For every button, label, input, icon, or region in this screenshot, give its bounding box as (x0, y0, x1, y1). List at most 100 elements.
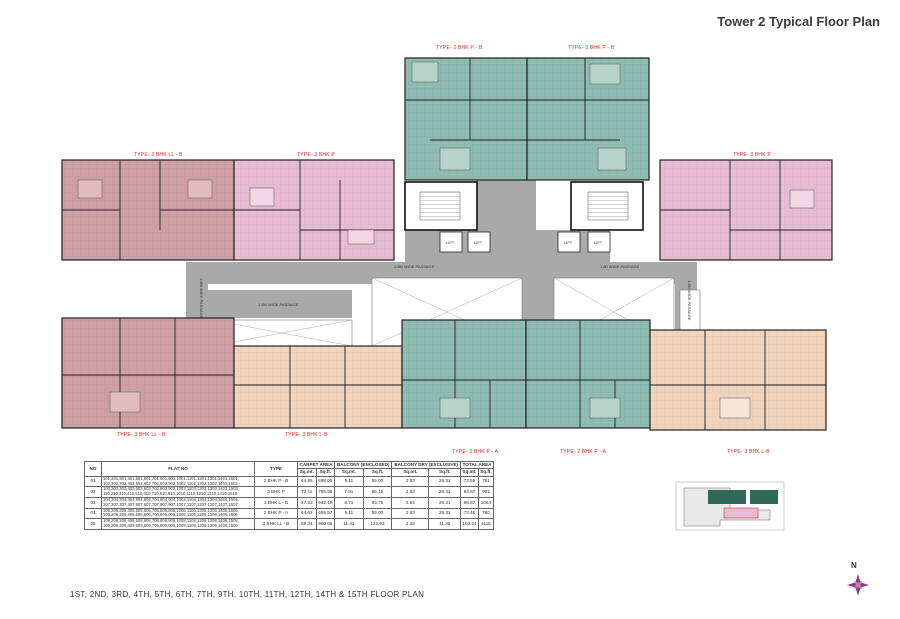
north-label: N (851, 561, 857, 570)
col-flat-no: FLAT NO (101, 461, 255, 477)
unit-sqmt: Sq.mt. (334, 468, 364, 477)
unit-label-lower-left-outer: TYPE- 3 BHK LL - B (117, 432, 166, 438)
unit-lower-center-right (525, 319, 651, 429)
cell-no: 05 (84, 518, 102, 530)
cell-type: 3 BHK LL - B (254, 518, 298, 530)
table-subheader-row: Sq.mt. Sq.ft. Sq.mt. Sq.ft. Sq.mt. Sq.ft… (85, 468, 495, 477)
cell-type: 3 BHK P (254, 486, 298, 498)
area-statement-table: NO FLAT NO TYPE CARPET AREA BALCONY (ENC… (84, 460, 495, 530)
unit-upper-right (659, 159, 833, 261)
cell-flats: 104,204,304,404,504,604,704,804,904,1004… (101, 497, 255, 509)
key-plan (675, 481, 785, 531)
unit-label-upper-left-outer: TYPE- 3 BHK LL - B (134, 152, 183, 158)
cell-dry-sqft: 28.31 (428, 486, 462, 498)
cell-total-sqft: 1115 (477, 518, 495, 530)
passage-label-right-vertical: 1.8M WIDE PASSAGE (687, 280, 692, 321)
cell-flats: 108,208,308,408,508,608,708,808,908,1008… (101, 518, 255, 530)
cell-balcony-sqmt: 5.11 (334, 507, 364, 520)
cell-total-sqmt: 72.59 (460, 475, 479, 488)
cell-balcony-sqmt: 5.11 (334, 475, 364, 488)
unit-upper-left-outer (61, 159, 235, 261)
unit-label-upper-left-inner: TYPE- 3 BHK P (297, 152, 335, 158)
col-no: NO (84, 461, 102, 477)
unit-sqft: Sq.ft. (477, 468, 495, 477)
table-row: 03 104,204,304,404,504,604,704,804,904,1… (84, 497, 495, 509)
cell-carpet-sqmt: 64.85 (297, 475, 317, 488)
cell-carpet-sqft: 698.05 (315, 475, 336, 488)
unit-top-right (526, 57, 650, 181)
cell-carpet-sqft: 942.19 (315, 497, 336, 509)
unit-label-lower-left-inner: TYPE- 3 BHK L-B (285, 432, 328, 438)
table-row: 05 108,208,308,408,508,608,708,808,908,1… (84, 518, 495, 530)
unit-lower-left-inner (233, 345, 403, 429)
cell-balcony-sqmt: 8.71 (334, 497, 364, 509)
lift-label: LIFT (564, 240, 573, 245)
passage-label-center-right: 1.80 WIDE PASSAGE (600, 264, 640, 269)
north-compass-icon (847, 574, 869, 596)
cell-dry-sqft: 11.35 (428, 518, 462, 530)
unit-upper-left-inner (233, 159, 395, 261)
cell-type: 3 BHK L - B (254, 497, 298, 509)
cell-total-sqmt: 98.87 (460, 497, 479, 509)
cell-balcony-sqft: 55.00 (362, 475, 393, 488)
table-row: 02 103,203,303,403,503,603,703,803,903,1… (84, 486, 495, 498)
cell-balcony-sqmt: 7.91 (334, 486, 364, 498)
cell-dry-sqmt: 2.63 (391, 475, 430, 488)
cell-balcony-sqmt: 11.43 (334, 518, 364, 530)
cell-no: 02 (84, 486, 102, 498)
table-row: 01 101,201,301,401,501,601,701,801,901,1… (84, 475, 495, 488)
cell-flats: 103,203,303,403,503,603,703,803,903,1003… (101, 486, 255, 498)
cell-total-sqft: 780 (477, 507, 495, 520)
floor-plan-caption: 1ST, 2ND, 3RD, 4TH, 5TH, 6TH, 7TH, 9TH, … (70, 590, 425, 599)
unit-sqmt: Sq.mt. (391, 468, 430, 477)
passage-label-left-vertical: 1.8M WIDE PASSAGE (199, 278, 204, 319)
cell-carpet-sqft: 695.57 (315, 507, 336, 520)
unit-lower-center-left (401, 319, 527, 429)
unit-label-top-left: TYPE- 2 BHK P - B (436, 45, 483, 51)
cell-balcony-sqft: 85.15 (362, 486, 393, 498)
col-type: TYPE (254, 461, 298, 477)
unit-sqmt: Sq.mt. (460, 468, 479, 477)
cell-type: 2 BHK P - A (254, 507, 298, 520)
lift-label: LIFT (474, 240, 483, 245)
cell-type: 2 BHK P - B (254, 475, 298, 488)
page-title: Tower 2 Typical Floor Plan (717, 14, 880, 29)
cell-dry-sqmt: 2.38 (391, 518, 430, 530)
unit-sqmt: Sq.mt. (297, 468, 317, 477)
cell-total-sqft: 781 (477, 475, 495, 488)
cell-no: 04 (84, 507, 102, 520)
cell-dry-sqft: 28.31 (428, 497, 462, 509)
cell-flats: 101,201,301,401,501,601,701,801,901,1001… (101, 475, 255, 488)
unit-top-left (404, 57, 528, 181)
cell-no: 03 (84, 497, 102, 509)
lift-label: LIFT (594, 240, 603, 245)
cell-total-sqft: 901 (477, 486, 495, 498)
cell-dry-sqmt: 2.63 (391, 507, 430, 520)
unit-sqft: Sq.ft. (315, 468, 336, 477)
cell-balcony-sqft: 122.93 (362, 518, 393, 530)
cell-total-sqmt: 72.48 (460, 507, 479, 520)
passage-label-left: 1.8M WIDE PASSAGE (258, 302, 299, 307)
table-header-row: NO FLAT NO TYPE CARPET AREA BALCONY (ENC… (84, 460, 494, 477)
cell-dry-sqft: 28.31 (428, 507, 462, 520)
cell-carpet-sqmt: 89.34 (297, 518, 317, 530)
col-carpet: CARPET AREA (296, 460, 336, 470)
unit-lower-right (649, 329, 827, 431)
cell-total-sqft: 1064 (477, 497, 495, 509)
col-total: TOTAL AREA (460, 460, 494, 470)
unit-sqft: Sq.ft. (362, 468, 393, 477)
cell-balcony-sqft: 93.75 (362, 497, 393, 509)
unit-label-top-right: TYPE- 2 BHK P - B (568, 45, 615, 51)
cell-carpet-sqft: 786.96 (315, 486, 336, 498)
lift-label: LIFT (446, 240, 455, 245)
unit-label-upper-right: TYPE- 3 BHK P (733, 152, 771, 158)
col-balcony: BALCONY (ENCLOSED) (334, 460, 393, 470)
cell-dry-sqmt: 2.63 (391, 497, 430, 509)
cell-dry-sqmt: 2.63 (391, 486, 430, 498)
unit-lower-left-outer (61, 317, 235, 429)
cell-carpet-sqmt: 73.11 (297, 486, 317, 498)
cell-carpet-sqft: 960.65 (315, 518, 336, 530)
cell-balcony-sqft: 55.00 (362, 507, 393, 520)
